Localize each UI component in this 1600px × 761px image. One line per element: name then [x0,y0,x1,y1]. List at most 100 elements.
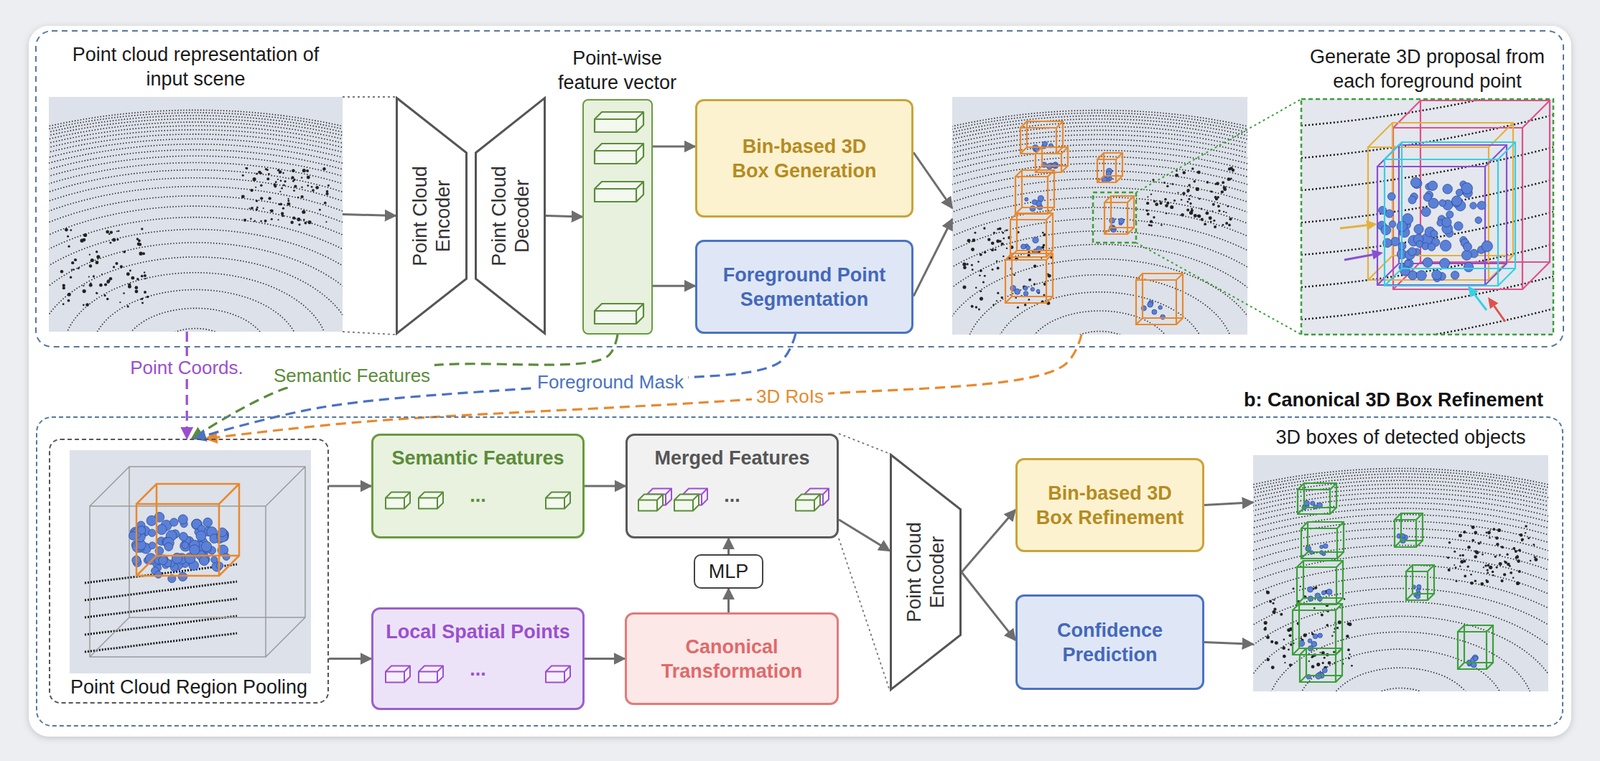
scan-ring [1253,555,1549,692]
connector [961,572,1016,641]
scan-point [1189,211,1193,215]
scan-point [1447,568,1451,572]
point-sphere [137,526,146,536]
scan-point [1163,181,1166,184]
scan-ring [48,178,343,332]
scan-point [1281,646,1286,650]
edge-label: Foreground Mask [532,370,688,394]
label-anchor: Foreground Mask [532,370,688,394]
scan-point [1284,662,1286,664]
scan-line [1301,99,1554,126]
point-sphere [1312,634,1318,640]
scan-point [1169,205,1174,209]
scan-point [970,247,975,252]
scan-point [281,214,284,217]
scan-point [1337,620,1342,625]
heading: 3D boxes of detected objects [1253,425,1549,450]
box-wireframe [1393,100,1550,290]
scan-point [1049,274,1051,276]
scan-point [983,275,986,278]
scan-point [1323,657,1326,660]
point-sphere [1151,309,1157,315]
point-sphere [1454,221,1463,231]
scan-point [1272,602,1275,605]
scan-point [1347,623,1351,627]
scan-ring [48,129,343,332]
edge-label: Semantic Features [269,364,435,388]
scan-point [991,268,994,271]
scan-point [1274,641,1279,645]
scan-point [1210,190,1213,193]
scan-point [1491,570,1495,574]
scan-point [1518,549,1522,553]
scan-point [1226,205,1229,208]
scan-point [136,237,139,240]
roi-arrow [205,334,1082,439]
flow-label: 3D RoIs [751,384,829,408]
point-sphere [1461,250,1472,261]
zoom-illustration [1301,82,1554,352]
scan-point [1533,557,1538,562]
scan-ring [1253,480,1549,692]
scan-point [60,270,64,273]
scan-point [1206,180,1210,184]
scan-point [99,283,103,288]
scan-point [254,186,257,189]
zoom-illustration [1301,99,1554,335]
scan-point [1292,587,1295,590]
feature-cuboid [418,666,444,683]
scan-ring [1253,545,1549,692]
scan-point [1532,543,1535,546]
proposal-point-cloud [952,110,1248,335]
scan-point [973,231,976,235]
scan-point [1189,194,1192,197]
scan-line [84,581,237,601]
scan-point [1191,167,1194,170]
scan-point [254,220,256,222]
feature-cuboid [545,666,571,683]
scan-point [104,294,107,297]
scan-ring [952,207,1248,335]
scan-point [140,275,144,278]
scan-point [67,299,71,303]
point-sphere [1036,289,1040,293]
scan-point [255,173,258,176]
scan-point [119,301,121,304]
point-sphere [1391,236,1400,246]
scan-point [322,167,326,171]
scan-point [82,289,87,293]
ellipsis: ... [469,657,487,682]
scan-point [1488,537,1491,539]
scan-point [1189,202,1192,205]
scan-point [1289,663,1292,667]
point-sphere [199,555,209,566]
point-sphere [189,545,200,556]
point-sphere [211,556,218,564]
scan-point [109,230,113,234]
scan-point [249,207,251,209]
scan-point [1482,566,1485,569]
box-wireframe [1292,603,1343,655]
point-sphere [1388,220,1396,227]
scan-point [1273,608,1277,612]
scan-point [259,196,263,200]
heading: b: Canonical 3D Box Refinement [1205,387,1544,413]
scene-ground [952,96,1248,335]
feature-icons [583,100,655,337]
point-sphere [1408,247,1417,257]
scan-point [139,252,143,256]
scan-point [1217,204,1221,208]
scan-point [1013,274,1016,277]
scan-point [287,199,290,202]
point-sphere [1323,543,1329,549]
scan-point [140,298,143,301]
scan-point [963,265,967,270]
point-sphere [1030,287,1035,291]
scan-point [245,167,248,170]
scan-point [1521,537,1524,541]
scan-point [1459,560,1464,564]
scan-point [962,262,966,267]
scan-point [996,300,998,302]
scan-point [296,217,301,222]
pooling-region: Point Cloud Region Pooling [48,438,329,704]
